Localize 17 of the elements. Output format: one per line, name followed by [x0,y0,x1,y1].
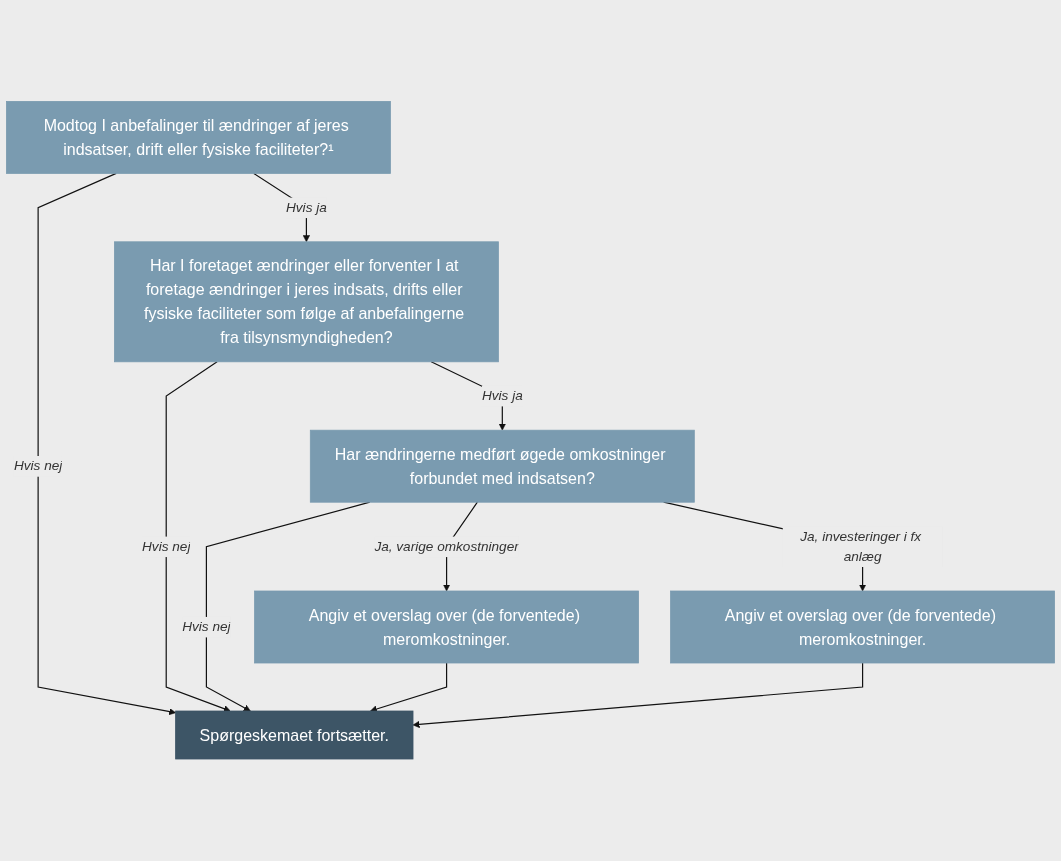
node-box: Angiv et overslag over (de forventede) meromkostninger. [670,590,1055,664]
node-box: Modtog I anbefalinger til ændringer af jeres indsatser, drift eller fysiske faciliteter?¹ [6,101,391,175]
edge-label: Ja, varige omkostninger [374,539,519,555]
arrow [37,173,176,716]
node-box: Spørgeskemaet fortsætter. [175,710,414,760]
arrow [165,361,231,713]
edge-label: Hvis nej [182,619,231,635]
node-box: Har ændringerne medført øgede omkostninger forbundet med indsatsen? [309,430,695,503]
arrow [412,662,864,729]
edge-label: Hvis ja [286,200,327,216]
edge-label: Hvis nej [142,539,191,555]
edge-label: Hvis nej [13,458,63,474]
edge-label: Ja, investeringer i fx anlæg [800,528,922,565]
node-box: Angiv et overslag over (de forventede) meromkostninger. [254,590,639,664]
edge-label: Hvis ja [481,388,523,404]
arrow [370,662,448,713]
node-box: Har I foretaget ændringer eller forventer I at foretage ændringer i jeres indsats, drifts eller fysiske faciliteter som følge af anbefalingerne fra tilsynsmyndigheden? [114,241,499,363]
